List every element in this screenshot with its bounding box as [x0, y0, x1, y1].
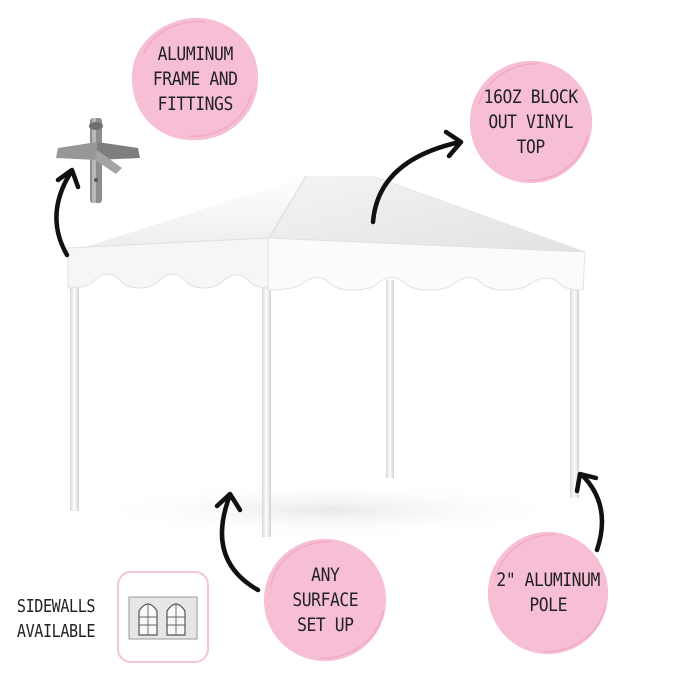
callout-line: SET UP [296, 613, 354, 636]
pink-blob-shape [487, 531, 609, 655]
pink-blob-shape [263, 538, 387, 662]
callout-line: 2" ALUMINUM [496, 569, 600, 591]
sidewall-preview-card [117, 571, 209, 663]
callout-line: OUT VINYL [488, 110, 574, 133]
callout-line: FITTINGS [157, 92, 233, 115]
callout-vinyl-top: 16OZ BLOCK OUT VINYL TOP [466, 57, 596, 187]
callout-text: ALUMINUM FRAME AND FITTINGS [153, 42, 238, 117]
callout-line: ALUMINUM [157, 42, 233, 65]
sidewall-icon [128, 596, 198, 640]
callout-line: SURFACE [292, 588, 358, 611]
pink-blob-shape [131, 17, 259, 141]
callout-aluminum-frame: ALUMINUM FRAME AND FITTINGS [128, 14, 262, 144]
callout-aluminum-pole: 2" ALUMINUM POLE [484, 528, 612, 658]
callout-line: FRAME AND [152, 67, 238, 90]
pink-blob-shape [469, 60, 593, 184]
callout-any-surface: ANY SURFACE SET UP [260, 535, 390, 665]
callout-line: ANY [310, 563, 340, 586]
sidewalls-line-2: AVAILABLE [16, 621, 96, 642]
callout-line: 16OZ BLOCK [483, 85, 579, 108]
callout-line: TOP [516, 135, 546, 158]
sidewalls-label: SIDEWALLS AVAILABLE [14, 594, 98, 644]
callout-text: 16OZ BLOCK OUT VINYL TOP [483, 85, 579, 160]
callout-text: ANY SURFACE SET UP [292, 563, 358, 638]
callout-line: POLE [529, 594, 567, 616]
sidewalls-line-1: SIDEWALLS [16, 596, 96, 617]
callout-text: 2" ALUMINUM POLE [496, 568, 600, 618]
